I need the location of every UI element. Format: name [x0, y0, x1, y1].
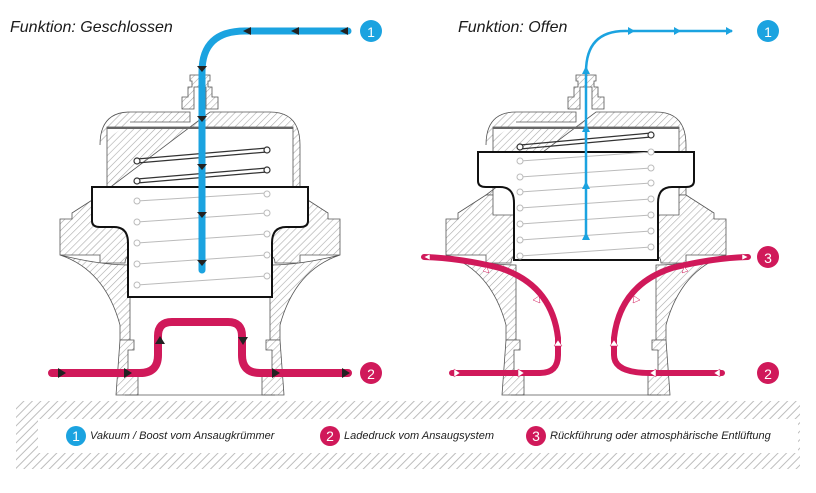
legend-label-2: Ladedruck vom Ansaugsystem [344, 430, 494, 442]
svg-text:2: 2 [367, 366, 375, 382]
svg-text:3: 3 [764, 250, 772, 266]
legend-badge-3: 3 [526, 426, 546, 446]
svg-text:1: 1 [764, 24, 772, 40]
panel-title-open: Funktion: Offen [458, 19, 568, 36]
legend-item-2: 2 Ladedruck vom Ansaugsystem [320, 426, 494, 446]
flow-vacuum-closed [197, 27, 352, 274]
badge-1-closed: 1 [360, 20, 382, 42]
badge-2-closed: 2 [360, 362, 382, 384]
flow-boost-closed [48, 318, 352, 378]
legend-badge-2: 2 [320, 426, 340, 446]
flow-boost-open [421, 253, 751, 378]
flow-vacuum-open [582, 27, 733, 240]
legend-label-1: Vakuum / Boost vom Ansaugkrümmer [90, 430, 275, 442]
svg-text:2: 2 [764, 366, 772, 382]
legend-item-3: 3 Rückführung oder atmosphärische Entlüf… [526, 426, 771, 446]
legend-inner [38, 419, 798, 453]
badge-2-open: 2 [757, 362, 779, 384]
badge-3-open: 3 [757, 246, 779, 268]
badge-1-open: 1 [757, 20, 779, 42]
legend-badge-1: 1 [66, 426, 86, 446]
legend-label-3: Rückführung oder atmosphärische Entlüftu… [550, 430, 771, 442]
panel-title-closed: Funktion: Geschlossen [10, 19, 173, 36]
svg-text:1: 1 [367, 24, 375, 40]
legend-item-1: 1 Vakuum / Boost vom Ansaugkrümmer [66, 426, 274, 446]
